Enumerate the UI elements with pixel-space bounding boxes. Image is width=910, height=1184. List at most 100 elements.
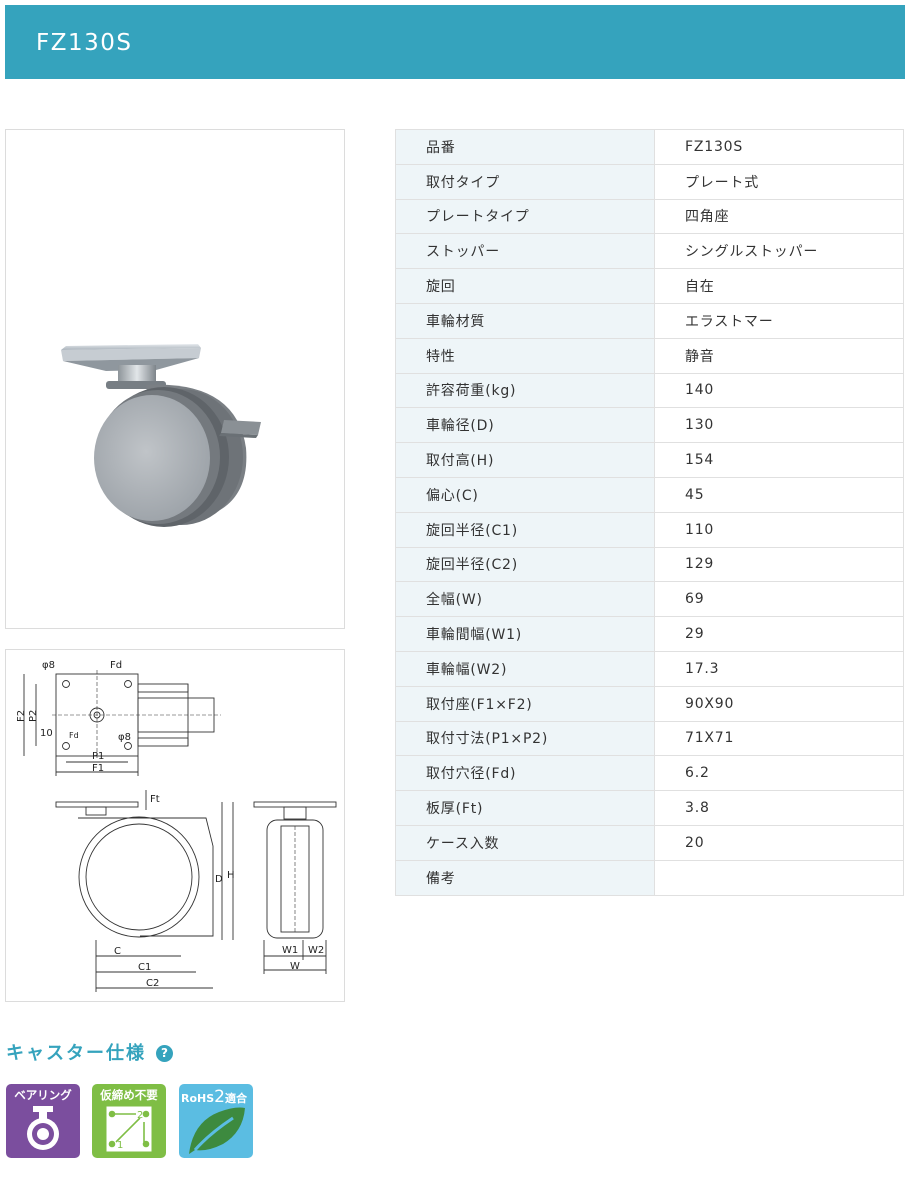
spec-row: ストッパーシングルストッパー (395, 233, 904, 270)
rohs2-badge-label: RoHS2適合 (181, 1087, 253, 1107)
spec-label: ストッパー (395, 233, 655, 270)
spec-label: 取付座(F1×F2) (395, 685, 655, 722)
spec-value: 110 (654, 511, 904, 548)
spec-row: 取付高(H)154 (395, 442, 904, 478)
spec-value: 四角座 (654, 198, 904, 235)
spec-value: FZ130S (654, 129, 904, 165)
spec-value: シングルストッパー (654, 233, 904, 270)
spec-value: 静音 (654, 337, 904, 374)
spec-label: 旋回 (395, 268, 655, 304)
dim-label-ft: Ft (150, 794, 160, 805)
dim-label-d: D (215, 874, 223, 885)
spec-value: 69 (654, 581, 904, 618)
dim-label-c2: C2 (146, 978, 159, 989)
dim-label-ten: 10 (40, 728, 53, 739)
bearing-badge-label: ベアリング (14, 1088, 72, 1102)
spec-row: 車輪幅(W2)17.3 (395, 650, 904, 687)
product-photo-panel (5, 129, 345, 629)
spec-row: プレートタイプ四角座 (395, 198, 904, 235)
spec-row: 取付穴径(Fd)6.2 (395, 755, 904, 792)
spec-value: エラストマー (654, 302, 904, 339)
spec-row: 特性静音 (395, 337, 904, 374)
spec-value (654, 859, 904, 896)
spec-row: 車輪材質エラストマー (395, 302, 904, 339)
spec-row: 取付タイププレート式 (395, 163, 904, 200)
dim-label-c: C (114, 946, 121, 957)
dim-label-f2: F2 (16, 710, 27, 722)
spec-label: 備考 (395, 859, 655, 896)
spec-row: 旋回自在 (395, 268, 904, 304)
spec-row: 旋回半径(C2)129 (395, 546, 904, 583)
spec-label: プレートタイプ (395, 198, 655, 235)
title-bar: FZ130S (5, 5, 905, 79)
mounting-order-digit-1: 1 (117, 1140, 123, 1151)
spec-label: 許容荷重(kg) (395, 372, 655, 409)
spec-row: 取付座(F1×F2)90X90 (395, 685, 904, 722)
dim-label-fd: Fd (110, 660, 122, 671)
spec-value: 71X71 (654, 720, 904, 757)
spec-label: 車輪材質 (395, 302, 655, 339)
dim-label-c1: C1 (138, 962, 151, 973)
spec-label: ケース入数 (395, 824, 655, 861)
spec-label: 車輪幅(W2) (395, 650, 655, 687)
dim-label-f1: F1 (92, 763, 104, 774)
spec-label: 旋回半径(C1) (395, 511, 655, 548)
spec-row: 車輪間幅(W1)29 (395, 616, 904, 652)
spec-label: 取付穴径(Fd) (395, 755, 655, 792)
rohs2-badge: RoHS2適合 (179, 1084, 253, 1158)
dimension-drawing: φ8 Fd F2 P2 10 Fd φ8 P1 F1 Ft D H C C1 C… (16, 660, 337, 992)
leaf-icon (189, 1107, 245, 1154)
spec-label: 偏心(C) (395, 476, 655, 513)
dim-label-w1: W1 (282, 945, 298, 956)
bearing-badge: ベアリング (6, 1084, 80, 1158)
dimension-drawing-panel: φ8 Fd F2 P2 10 Fd φ8 P1 F1 Ft D H C C1 C… (5, 649, 345, 1002)
spec-row: 許容荷重(kg)140 (395, 372, 904, 409)
spec-value: 90X90 (654, 685, 904, 722)
rohs2-number: 2 (214, 1087, 225, 1107)
spec-value: 29 (654, 616, 904, 652)
spec-label: 取付高(H) (395, 442, 655, 478)
help-icon[interactable]: ? (156, 1045, 173, 1062)
spec-value: 45 (654, 476, 904, 513)
spec-label: 車輪間幅(W1) (395, 616, 655, 652)
spec-value: 3.8 (654, 790, 904, 826)
no-temp-tightening-badge-label: 仮締め不要 (100, 1088, 158, 1102)
dim-label-fd-small: Fd (69, 731, 79, 740)
rohs2-suffix: 適合 (224, 1092, 247, 1105)
spec-value: 自在 (654, 268, 904, 304)
spec-label: 車輪径(D) (395, 407, 655, 444)
spec-row: 備考 (395, 859, 904, 896)
spec-label: 旋回半径(C2) (395, 546, 655, 583)
spec-label: 特性 (395, 337, 655, 374)
spec-value: 129 (654, 546, 904, 583)
spec-row: 板厚(Ft)3.8 (395, 790, 904, 826)
dim-label-phi-top: φ8 (42, 660, 55, 671)
dim-label-w: W (290, 961, 300, 972)
spec-value: 6.2 (654, 755, 904, 792)
spec-value: 130 (654, 407, 904, 444)
mounting-order-digit-2: 2 (137, 1110, 143, 1121)
dim-label-p1: P1 (92, 751, 104, 762)
dim-label-h: H (227, 870, 235, 881)
spec-label: 取付寸法(P1×P2) (395, 720, 655, 757)
spec-value: 140 (654, 372, 904, 409)
spec-label: 取付タイプ (395, 163, 655, 200)
spec-row: 車輪径(D)130 (395, 407, 904, 444)
dim-label-w2: W2 (308, 945, 324, 956)
rohs2-prefix: RoHS (181, 1092, 215, 1105)
spec-row: 偏心(C)45 (395, 476, 904, 513)
spec-label: 全幅(W) (395, 581, 655, 618)
caster-spec-heading: キャスター仕様 (6, 1043, 146, 1064)
spec-value: 154 (654, 442, 904, 478)
spec-label: 品番 (395, 129, 655, 165)
spec-value: 17.3 (654, 650, 904, 687)
spec-value: プレート式 (654, 163, 904, 200)
dim-label-phi-bottom: φ8 (118, 732, 131, 743)
spec-label: 板厚(Ft) (395, 790, 655, 826)
dim-label-p2: P2 (28, 710, 39, 722)
caster-photo (61, 344, 261, 527)
spec-value: 20 (654, 824, 904, 861)
